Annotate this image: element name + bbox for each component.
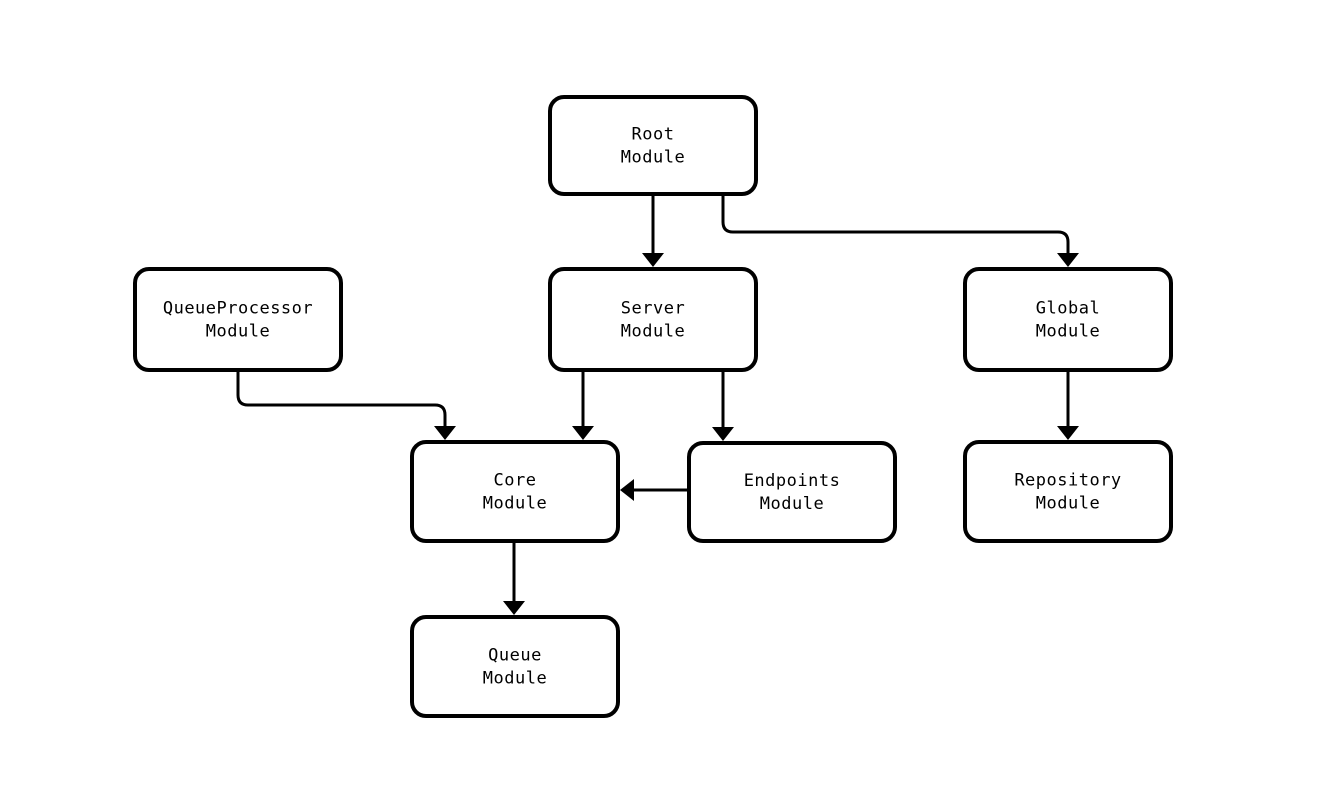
node-box[interactable]: [133, 267, 343, 372]
node-label-line2: Module: [206, 322, 270, 342]
node-label-line1: Server: [621, 299, 685, 319]
node-label-line2: Module: [621, 322, 685, 342]
node-label-line1: Global: [1036, 299, 1100, 319]
arrowhead-icon: [620, 479, 634, 501]
edge-line: [721, 196, 1070, 255]
edge-endpoints-to-core: [620, 479, 687, 501]
node-label-line2: Module: [1036, 322, 1100, 342]
arrowhead-icon: [503, 601, 525, 615]
node-label-line1: Root: [632, 125, 675, 145]
arrowhead-icon: [712, 427, 734, 441]
nodes-layer: RootModuleQueueProcessorModuleServerModu…: [133, 95, 1173, 718]
edge-root-to-global: [721, 196, 1079, 267]
node-label-line2: Module: [1036, 494, 1100, 514]
node-box[interactable]: [963, 440, 1173, 543]
edge-queueprocessor-to-core: [236, 372, 456, 440]
edge-root-to-server: [642, 196, 664, 267]
edge-core-to-queue: [503, 543, 525, 615]
node-label-line2: Module: [483, 669, 547, 689]
arrowhead-icon: [1057, 426, 1079, 440]
node-box[interactable]: [410, 615, 620, 718]
arrowhead-icon: [1057, 253, 1079, 267]
arrowhead-icon: [572, 426, 594, 440]
node-label-line1: Repository: [1014, 471, 1121, 491]
arrowhead-icon: [434, 426, 456, 440]
arrowhead-icon: [642, 253, 664, 267]
edges-layer: [236, 196, 1079, 615]
node-label-line2: Module: [621, 148, 685, 168]
node-label-line1: Endpoints: [744, 471, 841, 491]
edge-line: [236, 372, 447, 428]
edge-server-to-endpoints: [712, 372, 734, 441]
edge-server-to-core: [572, 372, 594, 440]
node-box[interactable]: [410, 440, 620, 543]
node-box[interactable]: [548, 267, 758, 372]
node-box[interactable]: [963, 267, 1173, 372]
edge-global-to-repository: [1057, 372, 1079, 440]
node-label-line2: Module: [760, 494, 824, 514]
node-label-line1: Queue: [488, 646, 542, 666]
node-box[interactable]: [548, 95, 758, 196]
node-label-line1: QueueProcessor: [163, 299, 313, 319]
node-box[interactable]: [687, 441, 897, 543]
node-label-line1: Core: [494, 471, 537, 491]
node-label-line2: Module: [483, 494, 547, 514]
